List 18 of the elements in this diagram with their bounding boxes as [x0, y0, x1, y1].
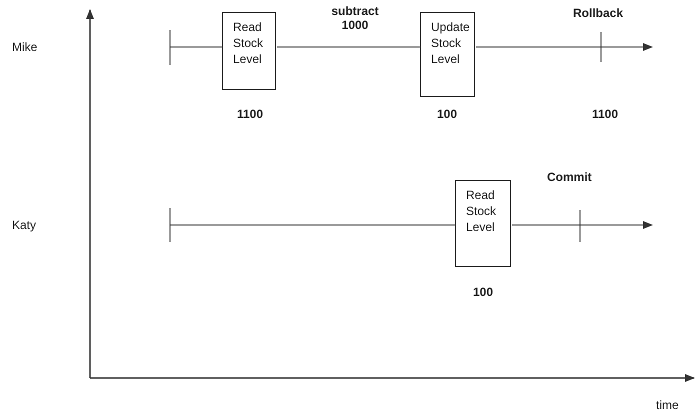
value-label: 100 [472, 285, 494, 299]
timeline-line [170, 224, 456, 226]
process-box: Read Stock Level [222, 12, 276, 90]
process-box: Update Stock Level [420, 12, 475, 97]
text-label: 1100 [592, 107, 618, 121]
timeline-arrow [476, 43, 653, 51]
process-box: Read Stock Level [455, 180, 511, 267]
text-label: Mike [12, 40, 38, 54]
text-label: Rollback [573, 6, 624, 20]
timeline-line [170, 46, 222, 48]
text-label: Katy [12, 218, 36, 232]
text-label: Commit [547, 170, 592, 184]
timeline-line [276, 46, 420, 48]
value-label: 100 [436, 107, 458, 121]
edge-label: subtract 1000 [330, 4, 380, 32]
text-label: time [656, 398, 679, 412]
value-label: 1100 [236, 107, 264, 121]
timeline-arrow [512, 221, 653, 229]
